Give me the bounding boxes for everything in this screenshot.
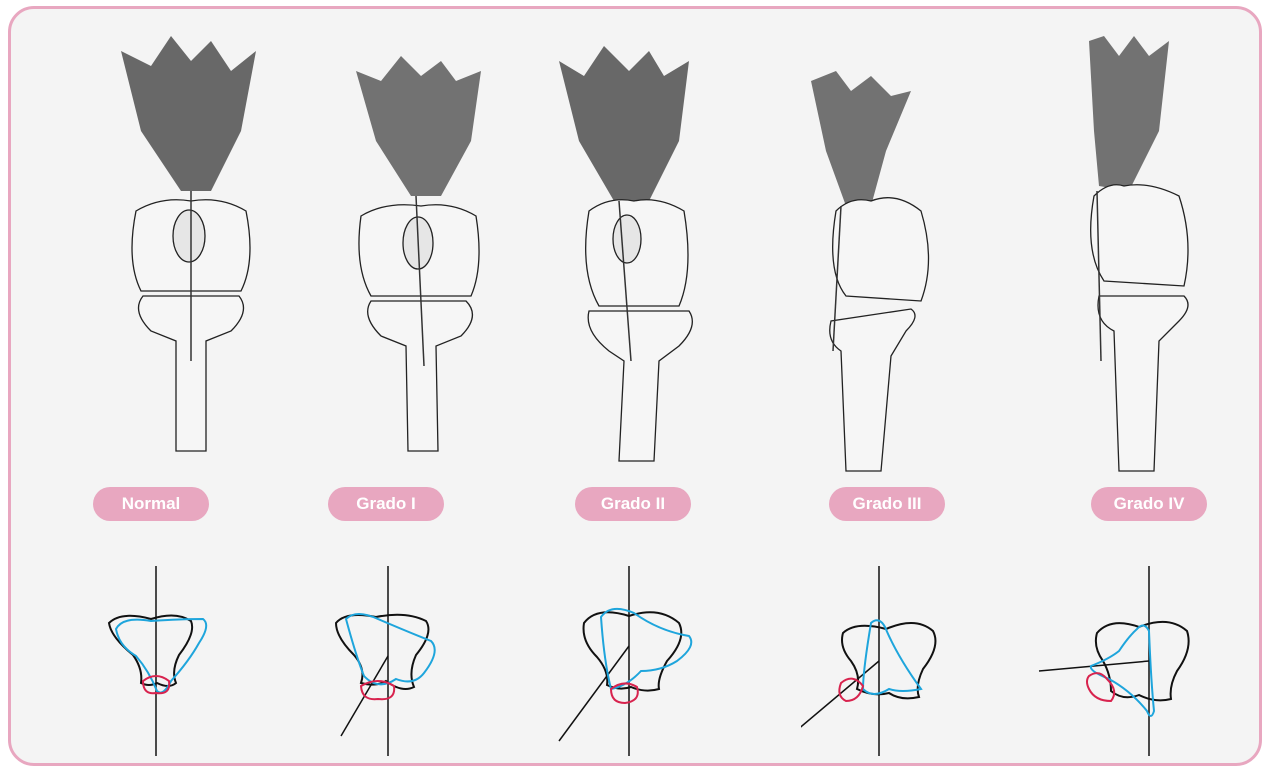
grade-label-grado-iv: Grado IV	[1091, 487, 1207, 521]
schematic-grado-i	[316, 561, 556, 761]
knee-illustration-grado-ii	[549, 31, 789, 481]
q-angle-line	[559, 646, 629, 741]
knee-illustration-grado-iii	[801, 31, 1041, 481]
knee-illustration-grado-i	[316, 31, 556, 481]
figure-frame: Normal Grado I	[8, 6, 1262, 766]
panel-grado-ii: Grado II	[549, 9, 789, 763]
q-angle-line	[1039, 661, 1149, 671]
patella-outline	[863, 620, 921, 694]
patella-outline	[1091, 625, 1154, 716]
knee-illustration-normal	[81, 31, 321, 481]
grade-label-grado-i: Grado I	[328, 487, 444, 521]
femur-outline	[336, 615, 428, 689]
schematic-grado-iii	[801, 561, 1041, 761]
panel-normal: Normal	[81, 9, 321, 763]
schematic-grado-iv	[1019, 561, 1259, 761]
grade-label-grado-iii: Grado III	[829, 487, 945, 521]
panel-grado-iii: Grado III	[801, 9, 1041, 763]
panel-grado-iv: Grado IV	[1019, 9, 1259, 763]
schematic-normal	[81, 561, 321, 761]
panel-grado-i: Grado I	[316, 9, 556, 763]
grade-label-normal: Normal	[93, 487, 209, 521]
knee-illustration-grado-iv	[1019, 31, 1259, 481]
tibial-tuberosity-outline	[611, 683, 638, 703]
grade-label-grado-ii: Grado II	[575, 487, 691, 521]
schematic-grado-ii	[549, 561, 789, 761]
